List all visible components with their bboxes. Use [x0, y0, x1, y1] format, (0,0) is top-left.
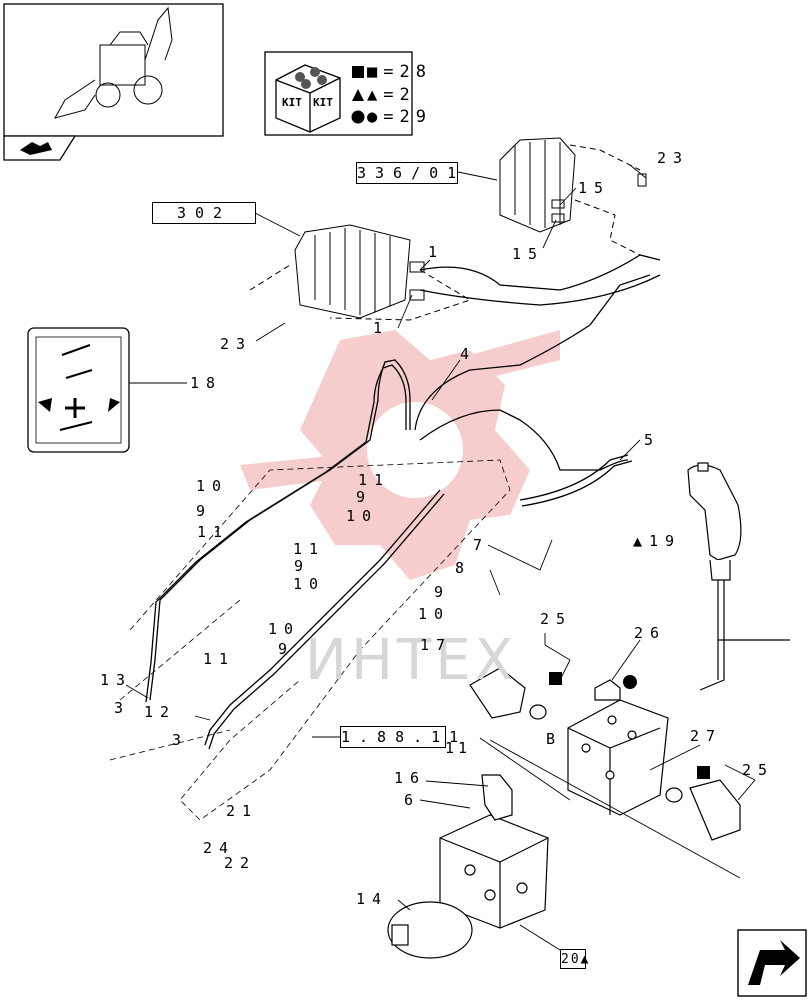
callout-11-a: 11 — [197, 523, 230, 541]
machine-thumbnail — [3, 3, 224, 161]
callout-1-a: 1 — [428, 243, 445, 261]
valve-block-20 — [439, 774, 549, 929]
callout-b: B — [546, 730, 556, 748]
callout-9-e: 9 — [434, 583, 451, 601]
callout-4: 4 — [460, 345, 477, 363]
square-marker — [549, 672, 562, 685]
callout-10-e: 10 — [418, 605, 451, 623]
callout-15-b: 15 — [512, 245, 545, 263]
callout-10-b: 10 — [346, 507, 379, 525]
callout-14: 14 — [356, 890, 389, 908]
accumulator — [387, 901, 473, 959]
callout-9-c: 9 — [294, 557, 311, 575]
callout-26: 26 — [634, 624, 667, 642]
fittings-25 — [469, 667, 741, 841]
ref-box-302[interactable]: 302 — [152, 202, 256, 224]
kit-label-2: KIT — [313, 96, 333, 109]
callout-11-d: 11 — [203, 650, 236, 668]
callout-10-d: 10 — [268, 620, 301, 638]
callout-17: 17 — [420, 636, 453, 654]
callout-10-c: 10 — [293, 575, 326, 593]
kit-triangle-item: ▲=2 — [367, 85, 416, 105]
callout-16: 16 — [394, 769, 427, 787]
kit-circle-item: ●=29 — [367, 107, 432, 127]
callout-13: 13 — [100, 671, 133, 689]
square-marker-2 — [697, 766, 710, 779]
watermark-text: ИНТЕХ — [305, 628, 517, 693]
callout-9-a: 9 — [196, 502, 213, 520]
ref-box-20[interactable]: 20▲ — [560, 949, 588, 969]
callout-1-b: 1 — [373, 319, 390, 337]
callout-19: ▲19 — [633, 532, 682, 550]
ref-box-336[interactable]: 336/01 — [356, 162, 466, 184]
callout-11-b: 11 — [358, 471, 391, 489]
hydraulic-hoses — [145, 254, 661, 750]
leader-lines — [125, 164, 756, 951]
control-decal — [27, 327, 187, 453]
joystick — [687, 462, 790, 691]
control-valve-336 — [499, 137, 647, 256]
callout-6: 6 — [404, 791, 421, 809]
next-page-nav[interactable] — [737, 929, 807, 997]
callout-5: 5 — [644, 431, 661, 449]
callout-3-a: 3 — [114, 699, 131, 717]
callout-11-c: 11 — [293, 540, 326, 558]
callout-21: 21 — [226, 802, 259, 820]
callout-22: 22 — [224, 854, 257, 872]
control-valve-302 — [249, 224, 472, 321]
callout-9-b: 9 — [356, 488, 373, 506]
ref-box-188[interactable]: 1.88.11 — [340, 726, 468, 748]
callout-8: 8 — [455, 559, 472, 577]
kit-square-item: ■=28 — [367, 62, 432, 82]
callout-7: 7 — [473, 536, 490, 554]
boom-outline — [109, 459, 511, 821]
callout-18: 18 — [190, 374, 223, 392]
callout-25-b: 25 — [742, 761, 775, 779]
callout-23-left: 23 — [220, 335, 253, 353]
circle-marker — [623, 675, 637, 689]
kit-legend-box — [264, 51, 413, 136]
callout-3-b: 3 — [172, 731, 189, 749]
callout-23-top: 23 — [657, 149, 690, 167]
callout-25-a: 25 — [540, 610, 573, 628]
valve-block-27 — [567, 679, 669, 816]
callout-27: 27 — [690, 727, 723, 745]
callout-10-a: 10 — [196, 477, 229, 495]
callout-24: 24 — [203, 839, 236, 857]
callout-9-d: 9 — [278, 640, 295, 658]
callout-12: 12 — [144, 703, 177, 721]
watermark-logo — [240, 330, 560, 580]
callout-11-ref: 11 — [445, 739, 472, 757]
kit-label: KIT — [282, 96, 302, 109]
callout-15-a: 15 — [578, 179, 611, 197]
